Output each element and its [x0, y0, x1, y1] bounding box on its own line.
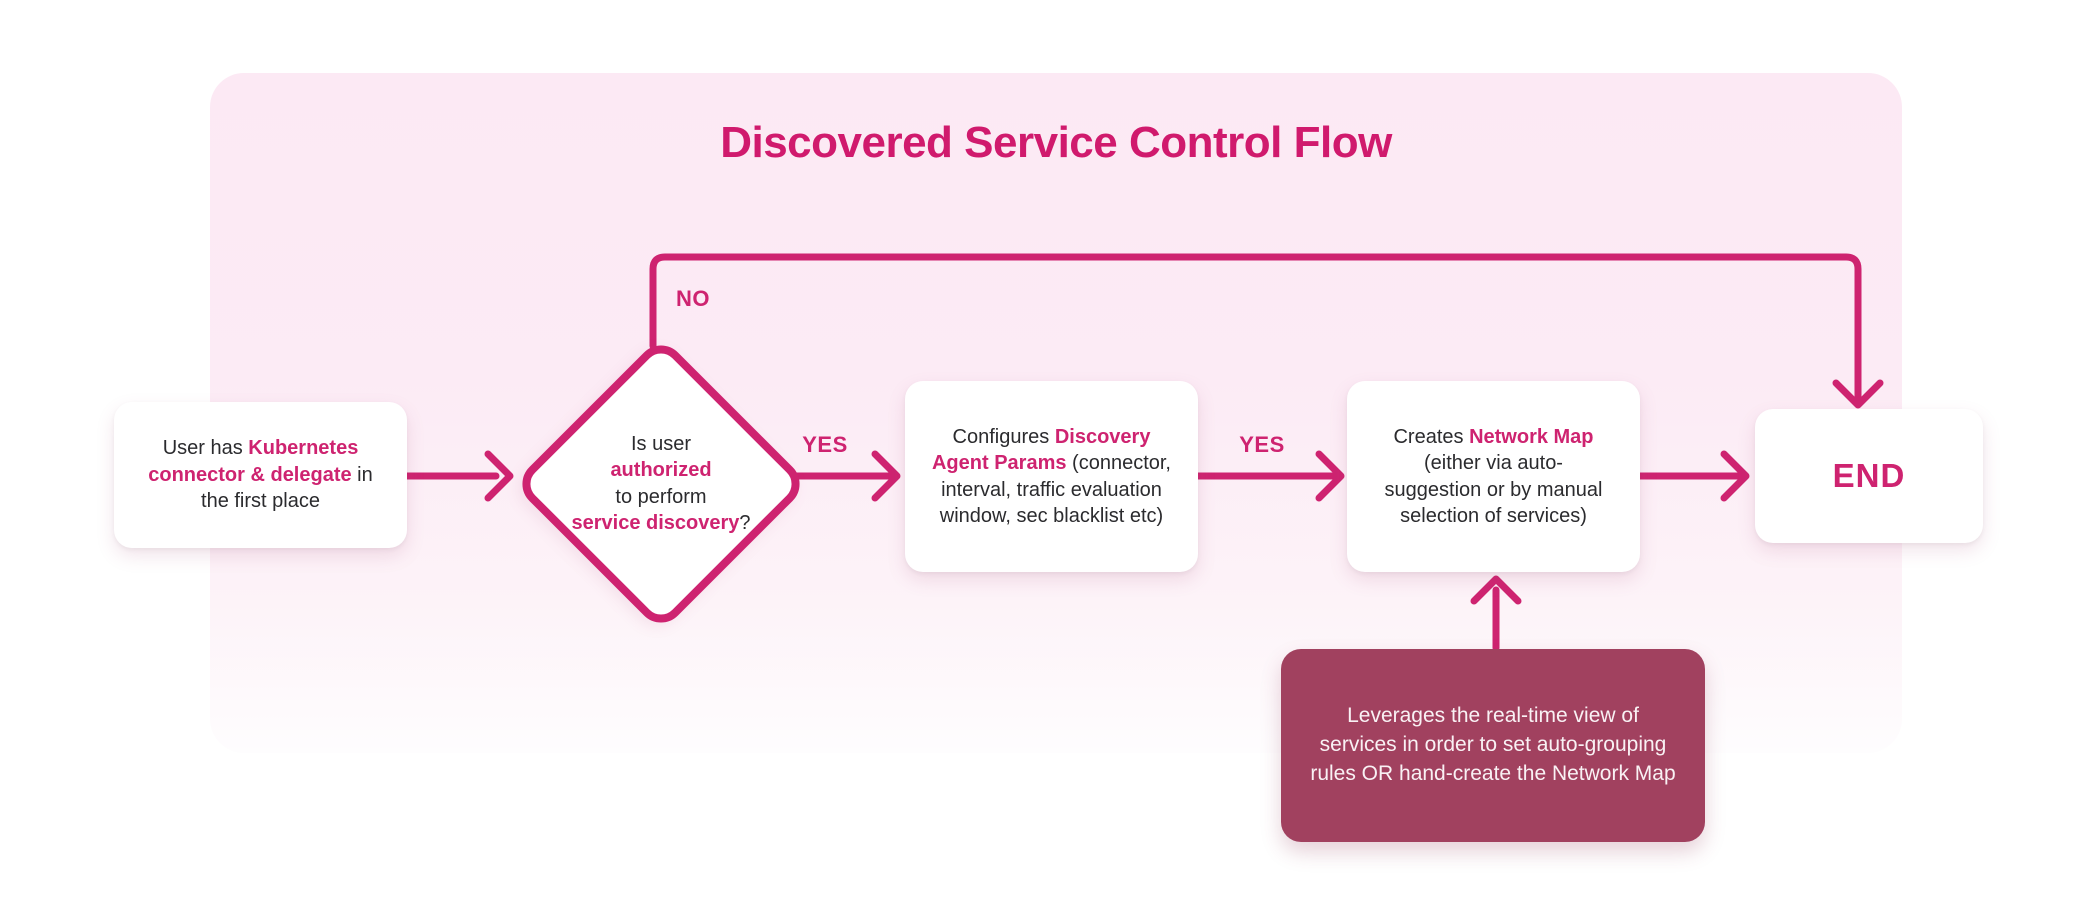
node-start-text-before: User has — [162, 437, 249, 460]
node-configure-text-before: Configures — [952, 425, 1055, 448]
decision-line-2: authorized — [610, 459, 712, 482]
note-leverages-real-time-view: Leverages the real-time view of services… — [1281, 649, 1705, 842]
node-network-text-before: Creates — [1393, 425, 1470, 448]
node-start-kubernetes-connector: User has Kubernetes connector & delegate… — [114, 402, 407, 548]
node-configure-text-highlight: Discovery Agent Params — [931, 425, 1151, 475]
node-network-text-after: (either via auto-suggestion or by manual… — [1384, 452, 1603, 527]
end-label: END — [1832, 457, 1906, 495]
branch-label-no: NO — [676, 286, 710, 311]
decision-line-3: to perform — [615, 486, 707, 508]
branch-label-yes-2: YES — [1239, 432, 1285, 457]
node-decision-text: Is user authorized to perform service di… — [546, 431, 776, 537]
node-creates-network-map: Creates Network Map (either via auto-sug… — [1347, 381, 1640, 572]
node-start-text-highlight: Kubernetes connector & delegate — [148, 437, 359, 486]
node-end: END — [1755, 409, 1983, 543]
note-text: Leverages the real-time view of services… — [1310, 704, 1676, 785]
node-configure-text-after: (connector, interval, traffic evaluation… — [939, 452, 1171, 527]
node-configure-text: Configures Discovery Agent Params (conne… — [932, 424, 1172, 530]
node-configure-discovery-agent-params: Configures Discovery Agent Params (conne… — [905, 381, 1198, 572]
decision-line-4: service discovery? — [571, 512, 751, 535]
branch-label-yes-1: YES — [802, 432, 848, 457]
node-network-text-highlight: Network Map — [1469, 425, 1594, 448]
node-network-text: Creates Network Map (either via auto-sug… — [1378, 424, 1610, 530]
diagram-title: Discovered Service Control Flow — [720, 118, 1392, 167]
decision-line-1: Is user — [630, 433, 692, 456]
node-start-text-after: in the first place — [201, 463, 373, 513]
node-start-text: User has Kubernetes connector & delegate… — [145, 435, 377, 514]
